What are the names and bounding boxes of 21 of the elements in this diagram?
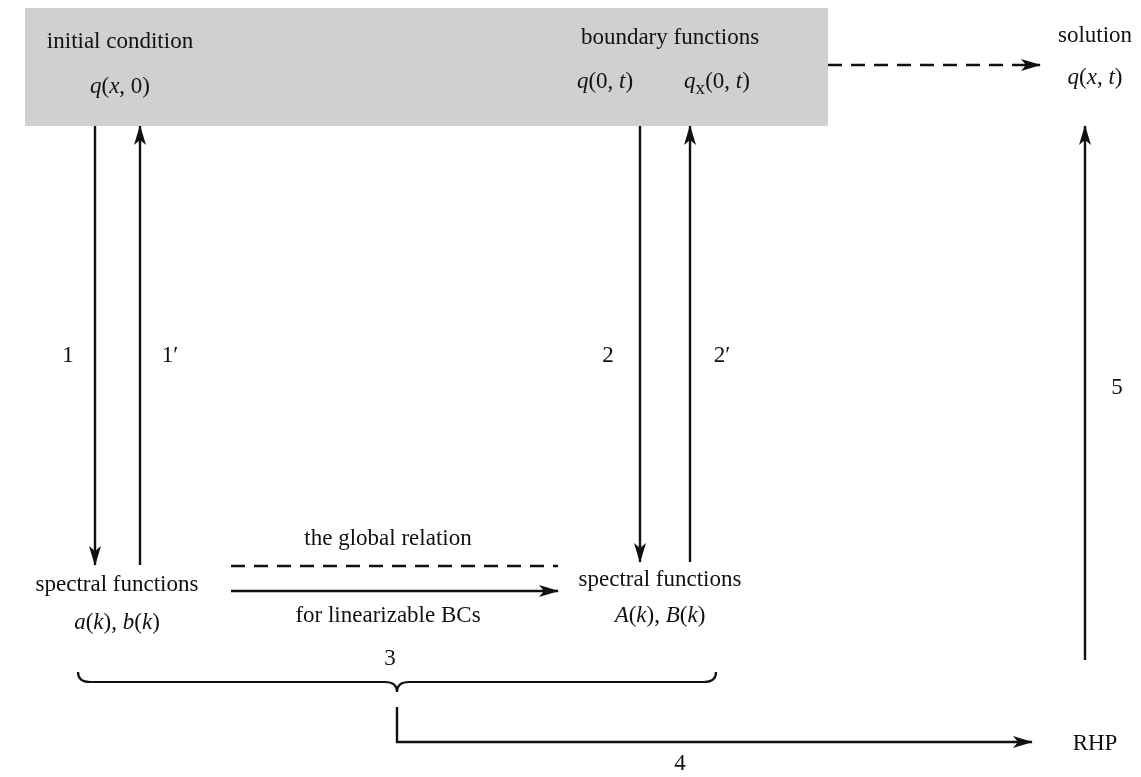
- arrow: [231, 585, 559, 597]
- math-expression: q(0, t): [576, 68, 634, 94]
- heading-text: spectral functions: [35, 571, 199, 597]
- math-expression: A(k), B(k): [614, 602, 706, 628]
- arrow: [134, 125, 146, 565]
- heading-text: spectral functions: [578, 566, 742, 592]
- shaded-band: [25, 8, 828, 126]
- heading-text: RHP: [1072, 730, 1118, 756]
- arrow: [395, 707, 1033, 748]
- heading-text: solution: [1057, 22, 1133, 48]
- arrow: [89, 126, 101, 566]
- arrow: [684, 125, 696, 562]
- math-expression: q$_{x}$(0, t): [684, 68, 750, 99]
- arrow: [634, 126, 646, 563]
- math-expression: q(x, t): [1067, 64, 1123, 90]
- heading-text: boundary functions: [580, 24, 760, 50]
- heading-text: initial condition: [46, 28, 194, 54]
- math-expression: q(x, 0): [89, 73, 151, 99]
- math-expression: a(k), b(k): [74, 609, 160, 635]
- dashed-arrow: [828, 59, 1041, 71]
- arrow: [1079, 125, 1091, 660]
